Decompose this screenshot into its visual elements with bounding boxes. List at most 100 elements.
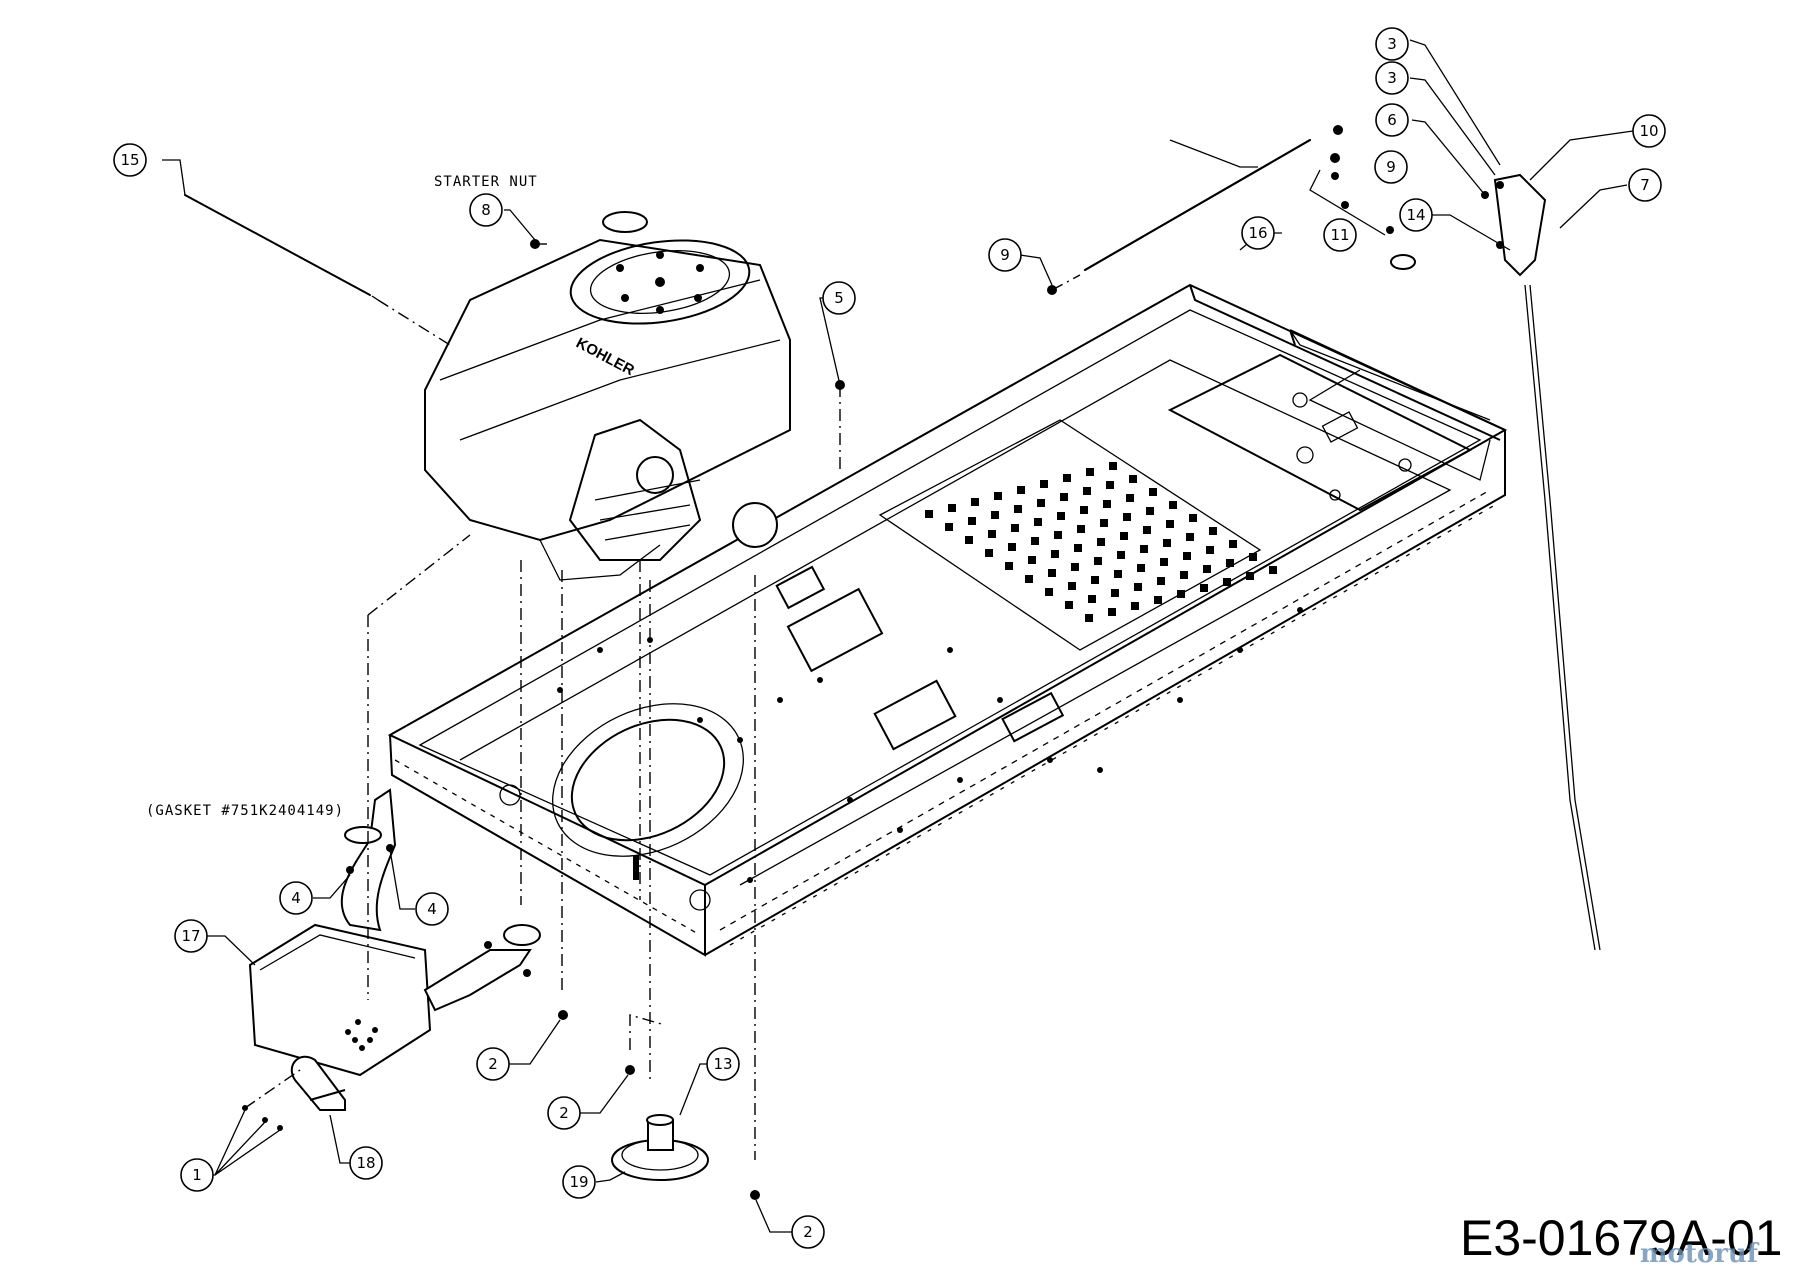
svg-text:16: 16 [1248, 224, 1267, 242]
callout-14: 14 [1399, 198, 1433, 232]
grid-square [1229, 540, 1237, 548]
callout-2-c: 2 [791, 1215, 825, 1249]
grid-square [1183, 552, 1191, 560]
callout-3a: 3 [1375, 27, 1409, 61]
grid-square [945, 523, 953, 531]
svg-text:9: 9 [1386, 158, 1396, 176]
grid-square [1143, 526, 1151, 534]
grid-square [1226, 559, 1234, 567]
svg-text:13: 13 [713, 1055, 732, 1073]
svg-text:2: 2 [488, 1055, 498, 1073]
grid-square [1085, 614, 1093, 622]
grid-square [1126, 494, 1134, 502]
grid-square [1206, 546, 1214, 554]
svg-text:3: 3 [1387, 35, 1397, 53]
grid-square [1269, 566, 1277, 574]
callout-3b: 3 [1375, 61, 1409, 95]
callout-1: 1 [180, 1158, 214, 1192]
svg-text:8: 8 [481, 201, 491, 219]
callout-10: 10 [1632, 114, 1666, 148]
grid-square [1166, 520, 1174, 528]
grid-square [1088, 595, 1096, 603]
hardware [242, 125, 1504, 1200]
callout-4-left: 4 [279, 881, 313, 915]
grid-square [1163, 539, 1171, 547]
grid-square [1149, 488, 1157, 496]
diagram-code: E3-01679A-01 [1460, 1210, 1782, 1266]
callout-13: 13 [706, 1047, 740, 1081]
grid-square [1054, 531, 1062, 539]
callout-19: 19 [562, 1165, 596, 1199]
svg-text:7: 7 [1640, 176, 1650, 194]
grid-square [1037, 499, 1045, 507]
grid-square [1068, 582, 1076, 590]
grid-square [985, 549, 993, 557]
svg-text:19: 19 [569, 1173, 588, 1191]
grid-square [1146, 507, 1154, 515]
svg-text:18: 18 [356, 1154, 375, 1172]
grid-square [968, 517, 976, 525]
grid-square [1083, 487, 1091, 495]
callout-9-right: 9 [1374, 150, 1408, 184]
svg-text:14: 14 [1406, 206, 1425, 224]
grid-square [1017, 486, 1025, 494]
svg-text:9: 9 [1000, 246, 1010, 264]
grid-square [1011, 524, 1019, 532]
grid-square [991, 511, 999, 519]
grid-square [1160, 558, 1168, 566]
frame-chassis [387, 283, 1508, 957]
callout-6: 6 [1375, 103, 1409, 137]
svg-text:2: 2 [803, 1223, 813, 1241]
grid-square [1223, 578, 1231, 586]
grid-square [1065, 601, 1073, 609]
throttle-cable [1493, 173, 1601, 951]
svg-text:11: 11 [1330, 226, 1349, 244]
deflector [290, 1055, 346, 1111]
dipstick-tube [184, 194, 451, 346]
grid-square [1114, 570, 1122, 578]
grid-square [1045, 588, 1053, 596]
watermark: motoruf [1640, 1239, 1760, 1269]
grid-square [1246, 572, 1254, 580]
svg-text:4: 4 [427, 900, 437, 918]
grid-square [1080, 506, 1088, 514]
grid-square [1057, 512, 1065, 520]
grid-square [1249, 553, 1257, 561]
grid-square [1108, 608, 1116, 616]
grid-square [1074, 544, 1082, 552]
grid-square [1028, 556, 1036, 564]
grid-square [1005, 562, 1013, 570]
grid-square [1117, 551, 1125, 559]
grid-square [965, 536, 973, 544]
callout-11: 11 [1323, 218, 1357, 252]
callout-17: 17 [174, 919, 208, 953]
grid-square [1109, 462, 1117, 470]
grid-square [1034, 518, 1042, 526]
grid-square [1186, 533, 1194, 541]
grid-square [1031, 537, 1039, 545]
callout-7: 7 [1628, 168, 1662, 202]
grid-square [1106, 481, 1114, 489]
grid-square [1097, 538, 1105, 546]
grid-square [1129, 475, 1137, 483]
callout-9-left: 9 [988, 238, 1022, 272]
grid-square [1140, 545, 1148, 553]
grid-square [1077, 525, 1085, 533]
grid-square [1071, 563, 1079, 571]
svg-text:15: 15 [120, 151, 139, 169]
grid-square [1048, 569, 1056, 577]
grid-square [1200, 584, 1208, 592]
callout-2-a: 2 [476, 1047, 510, 1081]
grid-square [1103, 500, 1111, 508]
grid-square [1134, 583, 1142, 591]
grid-square [1189, 514, 1197, 522]
grid-square [1091, 576, 1099, 584]
grid-square [1025, 575, 1033, 583]
grid-square [948, 504, 956, 512]
alignment-lines [244, 243, 1081, 1160]
rod [1084, 139, 1311, 271]
grid-pattern [925, 462, 1277, 622]
muffler [248, 788, 541, 1077]
svg-text:6: 6 [1387, 111, 1397, 129]
